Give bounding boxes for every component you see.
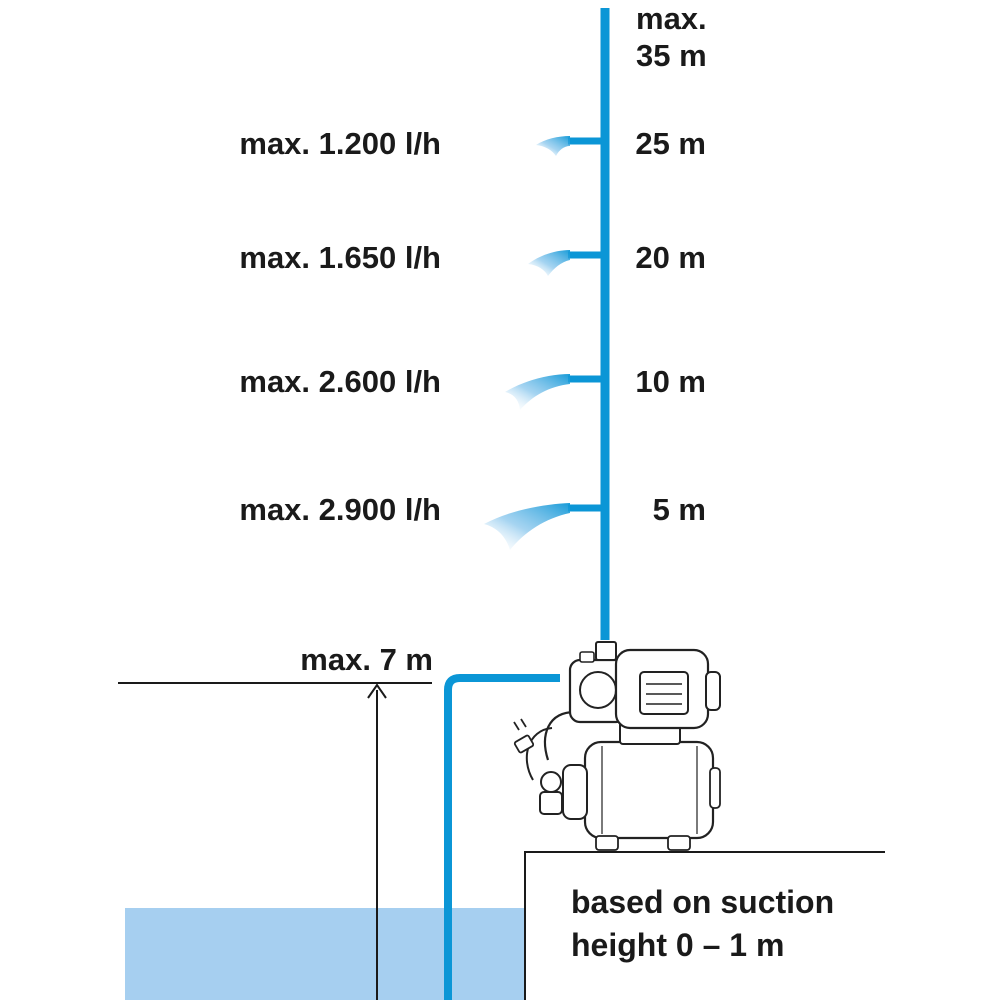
level-1-flow: max. 1.200 l/h xyxy=(239,126,441,161)
pump-platform xyxy=(524,851,885,1000)
note-line-2: height 0 – 1 m xyxy=(571,927,784,963)
spray-icon xyxy=(528,250,570,276)
level-4 xyxy=(484,503,605,550)
spray-icon xyxy=(505,374,570,410)
level-2 xyxy=(528,250,605,276)
arrow-up-icon xyxy=(367,683,387,699)
max-head-value: 35 m xyxy=(636,38,707,73)
level-1 xyxy=(536,136,605,156)
level-3 xyxy=(505,374,605,410)
spray-icon xyxy=(536,136,570,156)
level-2-height: 20 m xyxy=(635,240,706,275)
level-4-height: 5 m xyxy=(653,492,706,527)
level-2-flow: max. 1.650 l/h xyxy=(239,240,441,275)
level-3-flow: max. 2.600 l/h xyxy=(239,364,441,399)
level-4-flow: max. 2.900 l/h xyxy=(239,492,441,527)
spray-icon xyxy=(484,503,570,550)
suction-max-label: max. 7 m xyxy=(300,642,433,677)
max-head-label: max. xyxy=(636,1,707,36)
suction-pipe xyxy=(444,674,560,1000)
level-1-height: 25 m xyxy=(635,126,706,161)
pump-icon xyxy=(539,641,721,851)
water-reservoir xyxy=(125,908,525,1000)
level-3-height: 10 m xyxy=(635,364,706,399)
plug-icon xyxy=(513,718,553,781)
note-line-1: based on suction xyxy=(571,884,834,920)
